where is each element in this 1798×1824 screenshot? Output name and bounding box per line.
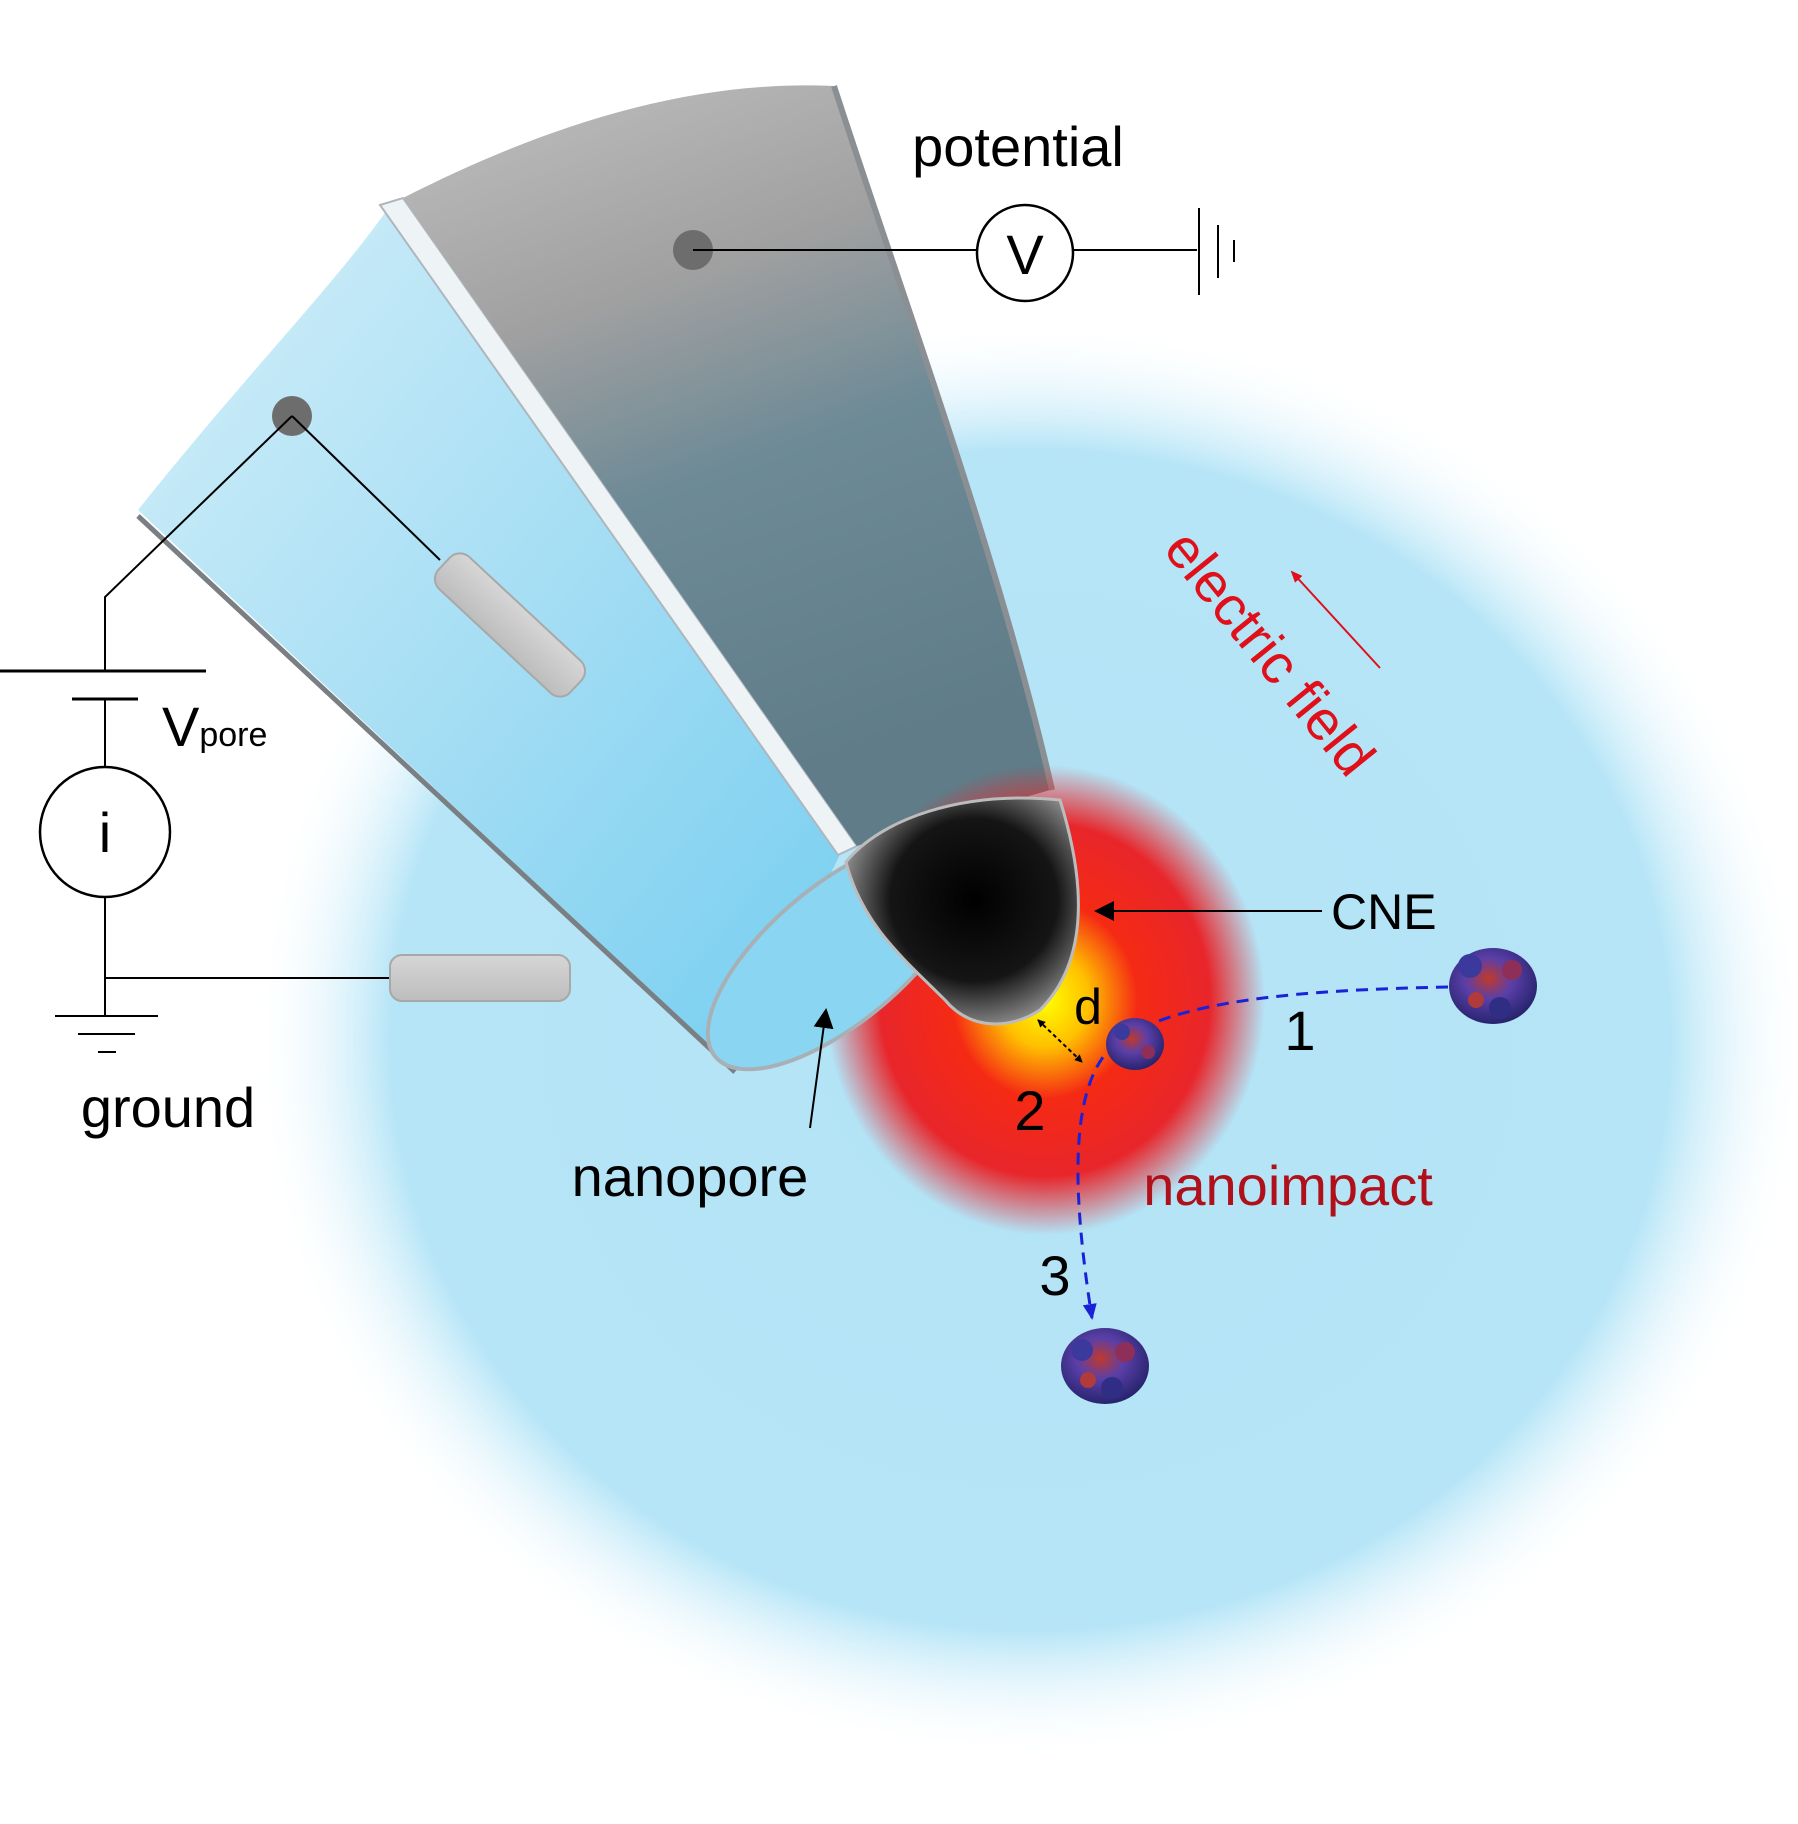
step-2-label: 2 [1014, 1079, 1045, 1142]
nanoimpact-label: nanoimpact [1143, 1154, 1433, 1217]
cne-tip [844, 796, 1080, 1026]
nanopore-label: nanopore [572, 1145, 809, 1208]
vpore-label: Vpore [162, 695, 267, 758]
cne-label: CNE [1331, 884, 1437, 940]
voltmeter-label: V [1006, 223, 1044, 286]
electric-field-arrow [1290, 570, 1381, 669]
step-1-label: 1 [1284, 999, 1315, 1062]
inner-ag-electrode [433, 552, 587, 698]
protein-trajectory [1076, 985, 1449, 1320]
protein-approaching [1449, 948, 1537, 1024]
voltmeter-icon [975, 203, 1075, 303]
ammeter-label: i [99, 801, 111, 864]
protein-impacting [1106, 1018, 1164, 1070]
nanopore-pointer [809, 1008, 834, 1129]
potential-label: potential [912, 115, 1124, 178]
carbon-edge [831, 85, 1055, 791]
pore-wire-to-battery [104, 415, 293, 670]
nanopore-barrel [138, 210, 846, 1070]
pore-wire-to-electrode [291, 415, 441, 561]
distance-label: d [1074, 979, 1102, 1035]
barrel-edge [136, 514, 737, 1074]
carbon-barrel [403, 85, 1050, 846]
ground-label: ground [81, 1076, 255, 1139]
distance-arrow [1037, 1019, 1083, 1063]
protein-departing [1061, 1328, 1149, 1404]
step-3-label: 3 [1039, 1244, 1070, 1307]
outer-ag-electrode [389, 954, 571, 1002]
